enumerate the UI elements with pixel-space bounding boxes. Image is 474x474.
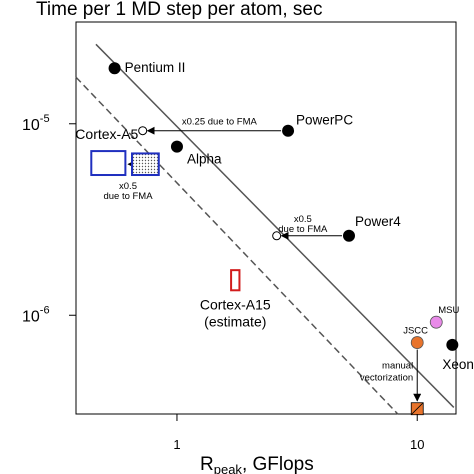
x-tick-label: 10	[410, 437, 424, 452]
projected-point	[272, 231, 282, 241]
cortex-a5-box-filled	[131, 152, 160, 177]
x-axis-label: Rpeak, GFlops	[200, 454, 314, 474]
cortex-a15-sublabel: (estimate)	[204, 313, 266, 329]
data-point-xeon	[446, 338, 459, 351]
data-point-jscc	[410, 336, 424, 349]
cortex-a5-label: Cortex-A5	[75, 126, 138, 142]
fit-line-dashed	[75, 76, 399, 415]
fit-line-solid	[95, 43, 455, 408]
data-point-alpha	[170, 140, 183, 153]
cortex-a5-note: due to FMA	[103, 191, 153, 202]
y-tick-label: 10-5	[22, 113, 50, 134]
point-label-alpha: Alpha	[187, 152, 222, 167]
cortex-a5-box	[90, 150, 127, 177]
data-point-powerpc	[282, 124, 295, 137]
plot-frame	[75, 21, 457, 415]
cortex-a5-note: x0.5	[119, 181, 137, 192]
data-point-power4	[342, 229, 355, 242]
vectorized-point-mark	[410, 402, 424, 416]
point-label-pentium-ii: Pentium II	[125, 60, 186, 75]
fma-note: x0.25 due to FMA	[182, 117, 258, 128]
data-point-pentium-ii	[108, 62, 121, 75]
x-tick-label: 1	[173, 437, 180, 452]
fma-note: due to FMA	[278, 224, 328, 235]
vectorization-note: vectorization	[360, 373, 413, 384]
chart-title: Time per 1 MD step per atom, sec	[36, 0, 323, 20]
point-label-power4: Power4	[355, 214, 401, 229]
data-point-msu	[429, 315, 443, 329]
fma-note: x0.5	[294, 214, 312, 225]
point-label-powerpc: PowerPC	[296, 113, 353, 128]
projected-point	[138, 126, 148, 136]
cortex-a15-box	[230, 269, 241, 292]
point-label-msu: MSU	[438, 305, 459, 316]
point-label-xeon: Xeon	[442, 357, 474, 372]
vectorization-note: manual	[382, 361, 413, 372]
y-tick-label: 10-6	[22, 304, 50, 325]
cortex-a15-label: Cortex-A15	[200, 296, 271, 312]
point-label-jscc: JSCC	[403, 326, 428, 337]
